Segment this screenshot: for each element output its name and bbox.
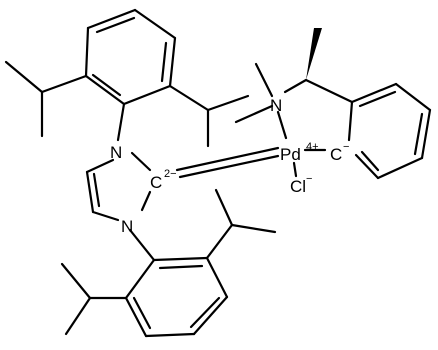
bond (214, 188, 234, 227)
double-bond-inner (92, 172, 101, 208)
bond (394, 82, 432, 112)
bond (175, 146, 280, 172)
aromatic-double-bond (132, 296, 152, 330)
pd-cl-bond (292, 161, 298, 178)
bond (354, 153, 380, 180)
bond (376, 156, 424, 180)
bond (168, 36, 177, 88)
charge-label-aryl-c: − (343, 141, 349, 153)
charge-label-carbene: 2− (164, 168, 177, 180)
bond (84, 74, 126, 106)
upper-aryl-ring (84, 8, 177, 106)
n-pd-bond (276, 110, 288, 140)
bond (230, 223, 277, 234)
bond (206, 94, 250, 112)
carbene-pd-double-bond (175, 146, 280, 179)
atom-label-n-amine: N (270, 96, 282, 115)
n-methyl-bond (234, 104, 274, 124)
metallated-phenyl-ring (347, 82, 432, 180)
bond (205, 256, 229, 299)
bond (64, 296, 92, 336)
bond (84, 26, 90, 78)
bond (40, 74, 88, 94)
wedge-bond-methyl (306, 28, 322, 80)
atom-label-carbene-c: C (150, 173, 162, 192)
aromatic-double-bond (358, 90, 397, 108)
aromatic-double-bond (91, 73, 122, 97)
atom-label-pd: Pd (280, 145, 301, 164)
bond (86, 8, 137, 30)
bond (140, 190, 152, 212)
n-methyl-bond (254, 62, 274, 98)
atom-label-n-top: N (110, 143, 122, 162)
bond (420, 108, 432, 160)
aromatic-double-bond (413, 112, 424, 156)
bond (91, 210, 120, 222)
bond (85, 170, 95, 214)
charge-label-cl: − (306, 173, 312, 185)
bond (124, 258, 156, 300)
bond-aryl-n (116, 102, 126, 142)
aromatic-double-bond (95, 16, 136, 34)
aromatic-double-bond (360, 150, 380, 172)
atom-label-cl: Cl (290, 177, 306, 196)
bond (168, 84, 210, 112)
bond (178, 154, 280, 179)
bond (122, 84, 172, 106)
bond (133, 8, 177, 40)
bond (205, 223, 234, 260)
bond (124, 296, 148, 338)
aromatic-double-bond (189, 296, 221, 329)
dimethylamino-fragment (234, 62, 308, 140)
lower-left-isopropyl (60, 262, 128, 336)
atom-label-aryl-c: C (330, 145, 342, 164)
lower-right-isopropyl (205, 188, 277, 260)
bond (60, 262, 92, 300)
upper-left-isopropyl (4, 60, 88, 138)
bond-n-aryl (128, 228, 156, 262)
bond (144, 332, 196, 338)
bond (152, 256, 209, 262)
bond (130, 151, 152, 172)
lower-aryl-ring (124, 228, 229, 338)
atom-label-n-bottom: N (121, 217, 133, 236)
ch-aryl-bond (304, 78, 354, 104)
upper-right-isopropyl (168, 84, 250, 148)
n-ch-bond (283, 78, 308, 94)
charge-label-pd: 4+ (306, 141, 319, 153)
imidazolylidene-ring (85, 102, 152, 222)
bond (85, 158, 115, 174)
bond (4, 60, 44, 94)
bond (192, 295, 229, 336)
bond (350, 82, 398, 104)
aromatic-double-bond (160, 41, 168, 83)
aromatic-double-bond (158, 264, 204, 270)
bond (347, 100, 354, 142)
